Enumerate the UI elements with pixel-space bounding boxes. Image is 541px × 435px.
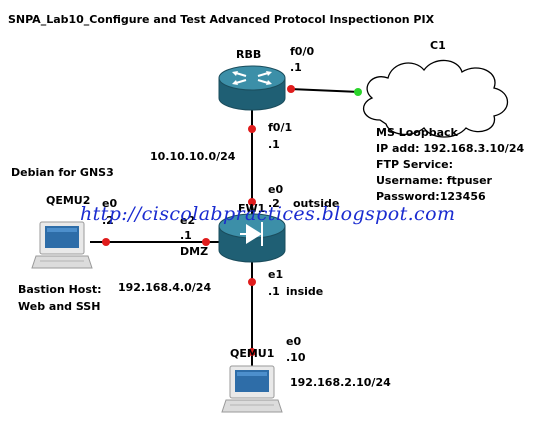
- interface-qemu1-e0-ip: .10: [286, 351, 306, 364]
- c1-note-line: Password:123456: [376, 190, 486, 203]
- link-status-dot: [248, 198, 256, 206]
- interface-fw1-e1-zone: inside: [286, 285, 324, 298]
- host-computer-icon[interactable]: [221, 365, 283, 413]
- link-status-dot: [248, 278, 256, 286]
- interface-qemu2-e0-name: e0: [102, 197, 118, 210]
- c1-note-line: Username: ftpuser: [376, 174, 492, 187]
- network-label-outside: 10.10.10.0/24: [150, 150, 236, 163]
- interface-qemu1-e0-name: e0: [286, 335, 302, 348]
- link-status-dot: [202, 238, 210, 246]
- link-status-dot: [354, 88, 362, 96]
- interface-rbb-f00-ip: .1: [290, 61, 302, 74]
- link-status-dot: [102, 238, 110, 246]
- interface-fw1-e1-ip: .1: [268, 285, 280, 298]
- link-rbb-c1: [289, 88, 361, 93]
- device-label-qemu1: QEMU1: [230, 347, 275, 360]
- bastion-note-line1: Bastion Host:: [18, 283, 102, 296]
- interface-fw1-e2-name: e2: [180, 214, 196, 227]
- device-label-fw1: FW1: [238, 202, 266, 215]
- network-label-inside-host: 192.168.2.10/24: [290, 376, 391, 389]
- link-status-dot: [248, 348, 256, 356]
- firewall-icon[interactable]: [218, 213, 286, 263]
- interface-rbb-f00-name: f0/0: [290, 45, 315, 58]
- c1-note-line: MS Loopback: [376, 126, 458, 139]
- debian-note: Debian for GNS3: [11, 166, 114, 179]
- interface-fw1-e1-name: e1: [268, 268, 284, 281]
- interface-rbb-f01-name: f0/1: [268, 121, 293, 134]
- router-icon[interactable]: [218, 65, 286, 111]
- interface-qemu2-e0-ip: .2: [102, 214, 114, 227]
- network-label-dmz: 192.168.4.0/24: [118, 281, 212, 294]
- interface-fw1-e0-zone: outside: [293, 197, 340, 210]
- link-status-dot: [248, 125, 256, 133]
- diagram-title: SNPA_Lab10_Configure and Test Advanced P…: [8, 13, 435, 26]
- interface-rbb-f01-ip: .1: [268, 138, 280, 151]
- device-label-rbb: RBB: [236, 48, 262, 61]
- interface-fw1-e2-zone: DMZ: [180, 245, 209, 258]
- link-status-dot: [287, 85, 295, 93]
- c1-note-line: FTP Service:: [376, 158, 454, 171]
- interface-fw1-e0-name: e0: [268, 183, 284, 196]
- device-label-c1: C1: [430, 39, 446, 52]
- watermark-text: http://ciscolabpractices.blogspot.com: [80, 203, 456, 225]
- bastion-note-line2: Web and SSH: [18, 300, 101, 313]
- c1-note-line: IP add: 192.168.3.10/24: [376, 142, 525, 155]
- cloud-icon[interactable]: [362, 59, 509, 138]
- device-label-qemu2: QEMU2: [46, 194, 91, 207]
- interface-fw1-e2-ip: .1: [180, 229, 192, 242]
- interface-fw1-e0-ip: .2: [268, 197, 280, 210]
- host-computer-icon[interactable]: [31, 221, 93, 269]
